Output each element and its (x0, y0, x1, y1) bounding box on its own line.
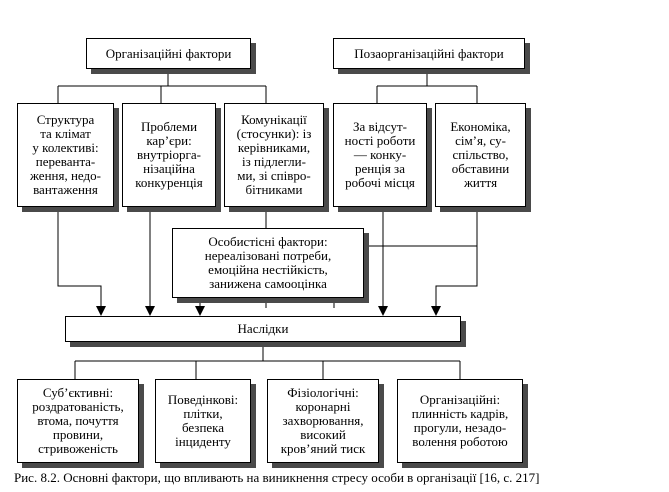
outcome-physiological: Фізіологічні: коронарні захворювання, ви… (267, 379, 379, 463)
outcome-organizational: Організаційні: плинність кадрів, прогули… (397, 379, 523, 463)
consequences-box: Наслідки (65, 316, 461, 342)
arrowhead-unemployment (378, 306, 388, 316)
arrowhead-communication (195, 306, 205, 316)
arrowhead-structure (96, 306, 106, 316)
organizational-factors-header: Організаційні фактори (86, 38, 251, 69)
connector-economy-right-consequences (435, 210, 478, 308)
arrowhead-economy (431, 306, 441, 316)
personal-factors-box: Особистісні фактори: нереалізовані потре… (172, 228, 364, 298)
outcome-subjective: Суб’єктивні: роздратованість, втома, поч… (17, 379, 139, 463)
factor-communications: Комунікації (стосунки): із керівниками, … (224, 103, 324, 207)
factor-structure-climate: Структура та клімат у колективі: переван… (17, 103, 114, 207)
factor-economy-family-society: Економіка, сім’я, су- спільство, обстави… (435, 103, 526, 207)
connector-structure-consequences (57, 210, 102, 308)
non-organizational-factors-header: Позаорганізаційні фактори (333, 38, 525, 69)
factor-unemployment-competition: За відсут- ності роботи — конку- ренція … (333, 103, 427, 207)
arrowhead-career (145, 306, 155, 316)
factor-career-problems: Проблеми кар’єри: внутріорга- нізаційна … (122, 103, 216, 207)
outcome-behavioral: Поведінкові: плітки, безпека інциденту (155, 379, 251, 463)
figure-caption: Рис. 8.2. Основні фактори, що впливають … (14, 470, 540, 485)
